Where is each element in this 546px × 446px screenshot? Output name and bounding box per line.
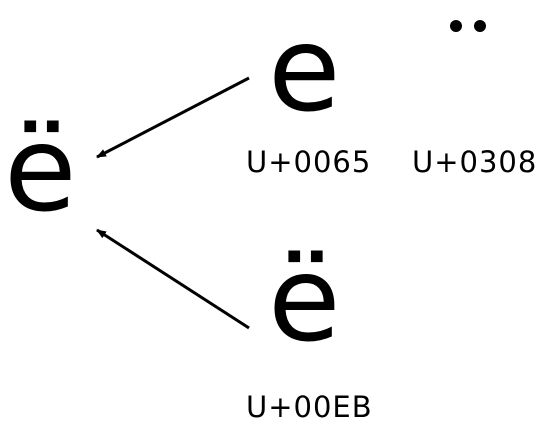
- base-letter-glyph: e: [268, 0, 341, 138]
- diaeresis-dot-right: [474, 20, 486, 32]
- precomposed-character-glyph: ë: [268, 230, 341, 368]
- combining-diaeresis-glyph: [446, 20, 492, 36]
- arrow-from-base-letter: [96, 76, 250, 159]
- combining-mark-codepoint-label: U+0308: [412, 145, 538, 179]
- diaeresis-dot-left: [450, 20, 462, 32]
- arrow-from-precomposed: [96, 228, 250, 330]
- combined-character-glyph: ë: [4, 100, 77, 238]
- base-letter-codepoint-label: U+0065: [246, 145, 372, 179]
- precomposed-codepoint-label: U+00EB: [246, 390, 373, 424]
